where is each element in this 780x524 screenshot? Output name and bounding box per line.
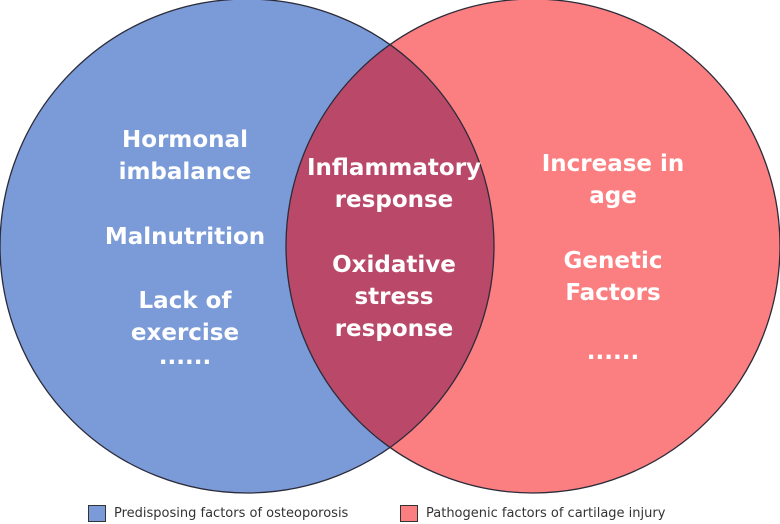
left-text-lack-of: Lack of (139, 288, 233, 314)
osteoporosis-circle-outline (0, 0, 495, 494)
left-text-imbalance: imbalance (119, 159, 252, 185)
right-text-increase-in: Increase in (542, 151, 685, 177)
cartilage-injury-circle-outline (285, 0, 780, 494)
left-text-hormonal: Hormonal (122, 127, 248, 153)
overlap-text-stress: stress (354, 284, 433, 310)
left-text-ellipsis: ...... (159, 344, 211, 370)
right-text-genetic: Genetic (564, 248, 663, 274)
right-text-factors: Factors (565, 280, 660, 306)
legend-swatch-osteoporosis (88, 504, 106, 522)
overlap-text-response-2: response (335, 316, 454, 342)
legend-swatch-cartilage-injury (400, 504, 418, 522)
overlap-region (286, 0, 494, 493)
overlap-text-response: response (335, 187, 454, 213)
legend-label-osteoporosis: Predisposing factors of osteoporosis (114, 505, 349, 521)
overlap-text-oxidative: Oxidative (332, 252, 456, 278)
right-text-ellipsis: ...... (587, 339, 639, 365)
legend-item-osteoporosis: Predisposing factors of osteoporosis (88, 503, 348, 523)
legend-label-cartilage-injury: Pathogenic factors of cartilage injury (426, 505, 666, 521)
legend-item-cartilage-injury: Pathogenic factors of cartilage injury (400, 503, 665, 523)
left-text-exercise: exercise (131, 320, 239, 346)
left-text-malnutrition: Malnutrition (105, 224, 265, 250)
overlap-text-inflammatory: Inflammatory (307, 155, 481, 181)
right-text-age: age (589, 183, 637, 209)
